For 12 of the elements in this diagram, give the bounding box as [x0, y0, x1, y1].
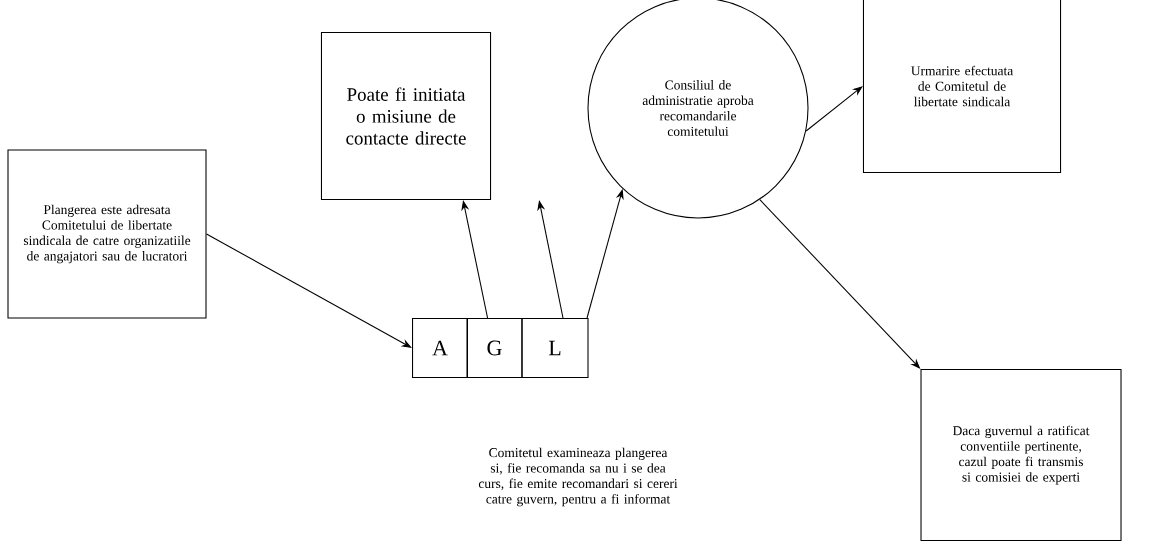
arrow	[805, 86, 863, 132]
process-box: L	[521, 318, 589, 378]
arrow	[537, 200, 564, 319]
process-box: A	[412, 318, 468, 378]
note-text: Comitetul examineaza plangerea si, fie recomanda sa nu i se dea curs, fie emite recomandari si cereri catre guvern, pentru a fi informat	[478, 447, 678, 507]
process-box: G	[466, 318, 523, 378]
process-box: Poate fi initiata o misiune de contacte directe	[320, 32, 492, 200]
arrow	[206, 233, 412, 348]
process-box: Plangerea este adresata Comitetului de libertate sindicala de catre organizatiile de angajatori sau de lucratori	[7, 149, 207, 319]
arrow	[461, 200, 489, 319]
process-box: Urmarire efectuata de Comitetul de libertate sindicala	[862, 0, 1062, 174]
process-box: Daca guvernul a ratificat conventiile pertinente, cazul poate fi transmis si comisiei de experti	[920, 369, 1122, 541]
